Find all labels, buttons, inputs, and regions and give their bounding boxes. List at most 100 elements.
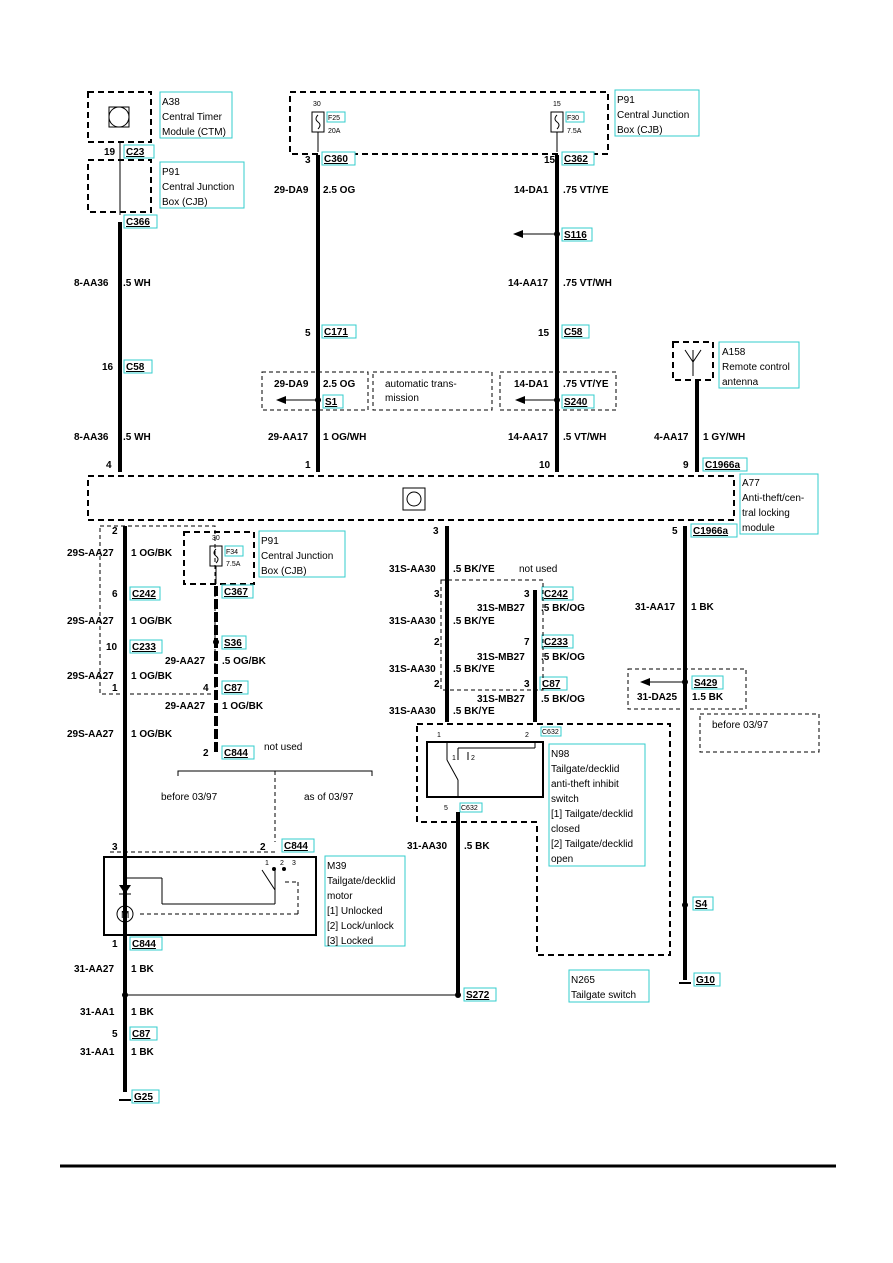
- svg-text:5: 5: [112, 1029, 118, 1040]
- svg-text:as of 03/97: as of 03/97: [304, 792, 354, 803]
- svg-text:3: 3: [305, 155, 311, 166]
- connector-c87: C87: [542, 679, 561, 690]
- svg-text:Central Timer: Central Timer: [162, 112, 223, 123]
- svg-text:2.5 OG: 2.5 OG: [323, 185, 355, 196]
- auto-trans-box-right2: [499, 371, 617, 411]
- svg-text:C632: C632: [542, 729, 559, 736]
- svg-text:.75 VT/YE: .75 VT/YE: [563, 379, 609, 390]
- connector-c87: C87: [224, 683, 243, 694]
- svg-text:4: 4: [203, 683, 209, 694]
- m39-tailgate-motor: 3 2 C844 M 1 2 3 M39 Tailgate/decklid mo…: [103, 838, 406, 947]
- svg-text:motor: motor: [327, 891, 353, 902]
- svg-text:1 OG/WH: 1 OG/WH: [323, 432, 366, 443]
- svg-text:15: 15: [553, 101, 561, 108]
- svg-text:switch: switch: [551, 794, 579, 805]
- svg-text:.75 VT/YE: .75 VT/YE: [563, 185, 609, 196]
- svg-text:F25: F25: [328, 115, 340, 122]
- svg-text:.5 BK: .5 BK: [464, 841, 490, 852]
- connector-c844: C844: [132, 939, 156, 950]
- svg-text:3: 3: [433, 526, 439, 537]
- svg-text:31S-MB27: 31S-MB27: [477, 694, 525, 705]
- connector-c360: C360: [324, 154, 348, 165]
- svg-text:.5 WH: .5 WH: [123, 432, 151, 443]
- svg-text:10: 10: [539, 460, 551, 471]
- connector-c171: C171: [324, 327, 348, 338]
- svg-text:4-AA17: 4-AA17: [654, 432, 689, 443]
- svg-text:[3] Locked: [3] Locked: [327, 936, 373, 947]
- svg-text:before 03/97: before 03/97: [712, 720, 769, 731]
- svg-text:before 03/97: before 03/97: [161, 792, 218, 803]
- svg-text:5: 5: [305, 328, 311, 339]
- svg-text:16: 16: [102, 362, 114, 373]
- svg-text:Box (CJB): Box (CJB): [261, 566, 307, 577]
- svg-text:1: 1: [265, 860, 269, 867]
- svg-text:1: 1: [452, 755, 456, 762]
- svg-text:1 GY/WH: 1 GY/WH: [703, 432, 745, 443]
- svg-text:C632: C632: [461, 805, 478, 812]
- svg-text:1: 1: [112, 939, 118, 950]
- ground-g25: G25: [134, 1092, 153, 1103]
- svg-text:10: 10: [106, 642, 118, 653]
- svg-text:31S-AA30: 31S-AA30: [389, 616, 436, 627]
- connector-c242: C242: [544, 589, 568, 600]
- splice-s4: S4: [695, 899, 708, 910]
- svg-text:Anti-theft/cen-: Anti-theft/cen-: [742, 493, 804, 504]
- svg-text:29-DA9: 29-DA9: [274, 185, 309, 196]
- svg-text:[2] Lock/unlock: [2] Lock/unlock: [327, 921, 395, 932]
- svg-text:1 BK: 1 BK: [691, 602, 715, 613]
- svg-text:mission: mission: [385, 393, 419, 404]
- svg-text:2: 2: [112, 526, 118, 537]
- connector-c362: C362: [564, 154, 588, 165]
- svg-text:31-AA1: 31-AA1: [80, 1007, 115, 1018]
- svg-text:.75 VT/WH: .75 VT/WH: [563, 278, 612, 289]
- svg-text:[1] Unlocked: [1] Unlocked: [327, 906, 383, 917]
- svg-text:8-AA36: 8-AA36: [74, 432, 109, 443]
- svg-text:Central Junction: Central Junction: [617, 110, 689, 121]
- svg-text:Tailgate/decklid: Tailgate/decklid: [551, 764, 619, 775]
- svg-text:1 BK: 1 BK: [131, 1047, 155, 1058]
- splice-s116: S116: [564, 230, 587, 241]
- splice-s1: S1: [325, 397, 338, 408]
- svg-text:N98: N98: [551, 749, 570, 760]
- connector-c87: C87: [132, 1029, 151, 1040]
- variant-box-right: [627, 668, 747, 710]
- svg-text:29-AA27: 29-AA27: [165, 701, 205, 712]
- svg-text:1 OG/BK: 1 OG/BK: [222, 701, 264, 712]
- svg-text:.5 VT/WH: .5 VT/WH: [563, 432, 606, 443]
- svg-text:Tailgate switch: Tailgate switch: [571, 990, 636, 1001]
- svg-text:.5 BK/YE: .5 BK/YE: [453, 616, 495, 627]
- connector-c1966a: C1966a: [705, 460, 740, 471]
- svg-text:7.5A: 7.5A: [567, 128, 582, 135]
- svg-text:N265: N265: [571, 975, 595, 986]
- svg-text:14-AA17: 14-AA17: [508, 432, 548, 443]
- svg-text:1 BK: 1 BK: [131, 964, 155, 975]
- svg-text:.5 BK/YE: .5 BK/YE: [453, 706, 495, 717]
- svg-text:antenna: antenna: [722, 377, 759, 388]
- svg-text:open: open: [551, 854, 573, 865]
- svg-text:5: 5: [444, 805, 448, 812]
- svg-text:1 OG/BK: 1 OG/BK: [131, 548, 173, 559]
- svg-text:3: 3: [524, 589, 530, 600]
- connector-c233: C233: [544, 637, 568, 648]
- svg-text:30: 30: [313, 101, 321, 108]
- svg-text:2.5 OG: 2.5 OG: [323, 379, 355, 390]
- svg-text:20A: 20A: [328, 128, 341, 135]
- svg-text:2: 2: [525, 732, 529, 739]
- svg-text:F30: F30: [567, 115, 579, 122]
- svg-text:P91: P91: [617, 95, 635, 106]
- svg-text:.5 BK/YE: .5 BK/YE: [453, 664, 495, 675]
- svg-text:P91: P91: [261, 536, 279, 547]
- fuse-f30: 15 F30 7.5A: [550, 101, 585, 135]
- svg-text:31-AA30: 31-AA30: [407, 841, 447, 852]
- svg-text:14-DA1: 14-DA1: [514, 379, 549, 390]
- pin-label: 19: [104, 147, 116, 158]
- svg-text:29S-AA27: 29S-AA27: [67, 729, 114, 740]
- svg-text:31S-AA30: 31S-AA30: [389, 564, 436, 575]
- svg-text:.5 BK/OG: .5 BK/OG: [541, 694, 585, 705]
- svg-text:M39: M39: [327, 861, 347, 872]
- svg-text:[1] Tailgate/decklid: [1] Tailgate/decklid: [551, 809, 633, 820]
- connector-c58: C58: [564, 327, 583, 338]
- ground-g10: G10: [696, 975, 715, 986]
- svg-text:tral locking: tral locking: [742, 508, 790, 519]
